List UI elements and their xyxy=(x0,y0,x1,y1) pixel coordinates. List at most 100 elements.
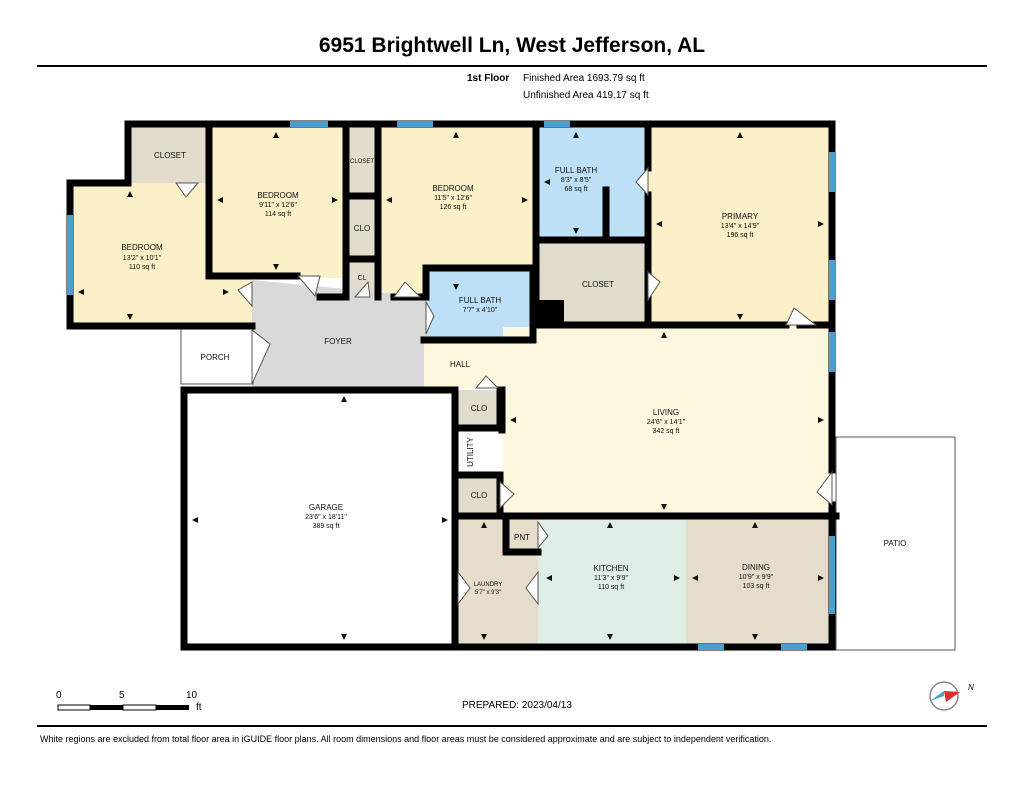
garage-area: 389 sq ft xyxy=(313,523,340,530)
utility-label: UTILITY xyxy=(466,436,475,466)
clo-lower-label: CLO xyxy=(471,491,487,500)
fullbath1-fill xyxy=(536,125,648,241)
scale-label-10: 10 xyxy=(186,690,198,701)
bedroom3-label: BEDROOM xyxy=(432,184,474,193)
scale-label-0: 0 xyxy=(56,690,62,701)
dimension-arrows xyxy=(78,132,824,640)
closet-a-fill xyxy=(130,125,210,183)
window xyxy=(397,121,433,127)
clo-small-fill xyxy=(346,197,378,260)
footer-rule xyxy=(37,725,987,727)
arrow xyxy=(217,197,223,203)
arrow xyxy=(510,417,516,423)
window xyxy=(829,536,835,614)
clo-small-label: CLO xyxy=(354,224,370,233)
wall-pnt xyxy=(502,512,542,556)
arrow xyxy=(692,575,698,581)
arrow xyxy=(453,284,459,290)
window xyxy=(290,121,328,127)
arrow xyxy=(341,634,347,640)
footer-disclaimer: White regions are excluded from total fl… xyxy=(40,734,772,744)
compass-needle-blue xyxy=(930,691,944,701)
finished-area: Finished Area 1693.79 sq ft xyxy=(523,73,645,84)
arrow xyxy=(818,417,824,423)
arrow xyxy=(223,289,229,295)
door-swing xyxy=(785,307,818,326)
scale-label-5: 5 xyxy=(119,690,125,701)
arrow xyxy=(818,221,824,227)
arrow xyxy=(544,179,550,185)
fullbath2-label: FULL BATH xyxy=(459,296,501,305)
arrow xyxy=(661,504,667,510)
door-swing xyxy=(251,328,271,385)
wall-closet-b xyxy=(342,120,382,301)
closet-a-label: CLOSET xyxy=(154,151,186,160)
arrow xyxy=(127,191,133,197)
unfinished-area: Unfinished Area 419.17 sq ft xyxy=(523,90,649,101)
arrow xyxy=(607,634,613,640)
dining-dims: 10'9" x 9'9" xyxy=(739,574,774,581)
pnt-fill xyxy=(506,516,538,550)
arrow xyxy=(481,634,487,640)
arrow xyxy=(661,332,667,338)
door-swing xyxy=(425,300,435,335)
prepared-date: PREPARED: 2023/04/13 xyxy=(462,700,572,711)
garage-dims: 23'6" x 18'11" xyxy=(305,514,347,521)
scale-unit: ft xyxy=(196,702,202,713)
arrow xyxy=(522,197,528,203)
clo-hall-fill xyxy=(458,390,500,426)
door-swing xyxy=(499,480,515,510)
arrow xyxy=(752,522,758,528)
clo-hall-label: CLO xyxy=(471,404,487,413)
closet-b-label: CLOSET xyxy=(350,159,374,165)
foyer-fill xyxy=(252,280,428,388)
wall-clo-hall xyxy=(451,424,840,520)
compass-icon: N xyxy=(929,681,974,711)
dining-area: 103 sq ft xyxy=(743,583,770,590)
door-swing xyxy=(353,280,371,298)
window xyxy=(544,121,570,127)
pnt-label: PNT xyxy=(514,533,530,542)
window xyxy=(698,644,724,650)
dining-fill xyxy=(686,516,830,644)
arrow xyxy=(386,197,392,203)
scale-bar-segment xyxy=(57,704,91,711)
closet-c-label: CLOSET xyxy=(582,280,614,289)
door-swings xyxy=(175,166,833,606)
bedroom3-dims: 11'5" x 12'6" xyxy=(434,195,472,202)
scale-bar-segment xyxy=(122,704,157,711)
garage-label: GARAGE xyxy=(309,503,343,512)
fullbath2-dims: 7'7" x 4'10" xyxy=(463,307,498,314)
window xyxy=(829,332,835,372)
arrow xyxy=(818,575,824,581)
door-swing xyxy=(474,375,500,389)
bedroom1-label: BEDROOM xyxy=(121,243,163,252)
window xyxy=(829,152,835,192)
wall-pillar xyxy=(536,300,564,326)
arrow xyxy=(573,228,579,234)
bedroom2-dims: 9'11" x 12'6" xyxy=(259,202,297,209)
floor-label: 1st Floor xyxy=(467,73,510,84)
fullbath1-area: 68 sq ft xyxy=(565,186,588,193)
laundry-dims: 5'7" x 9'3" xyxy=(475,590,501,596)
arrow xyxy=(442,517,448,523)
header-rule xyxy=(37,65,987,67)
living-dims: 24'6" x 14'1" xyxy=(647,419,686,426)
bedroom3-area: 126 sq ft xyxy=(440,204,467,211)
compass-needle-red xyxy=(944,691,960,702)
arrow xyxy=(273,132,279,138)
arrow xyxy=(192,517,198,523)
door-swing xyxy=(816,470,833,507)
arrow xyxy=(341,396,347,402)
hall-label: HALL xyxy=(450,360,471,369)
door-swing xyxy=(635,166,649,197)
cl-label: CL xyxy=(358,275,367,282)
clo-lower-fill xyxy=(458,477,500,514)
arrow xyxy=(332,197,338,203)
door-swing xyxy=(296,275,321,298)
bedroom2-label: BEDROOM xyxy=(257,191,299,200)
primary-area: 196 sq ft xyxy=(727,232,754,239)
arrow xyxy=(607,522,613,528)
door-swing xyxy=(537,520,549,550)
